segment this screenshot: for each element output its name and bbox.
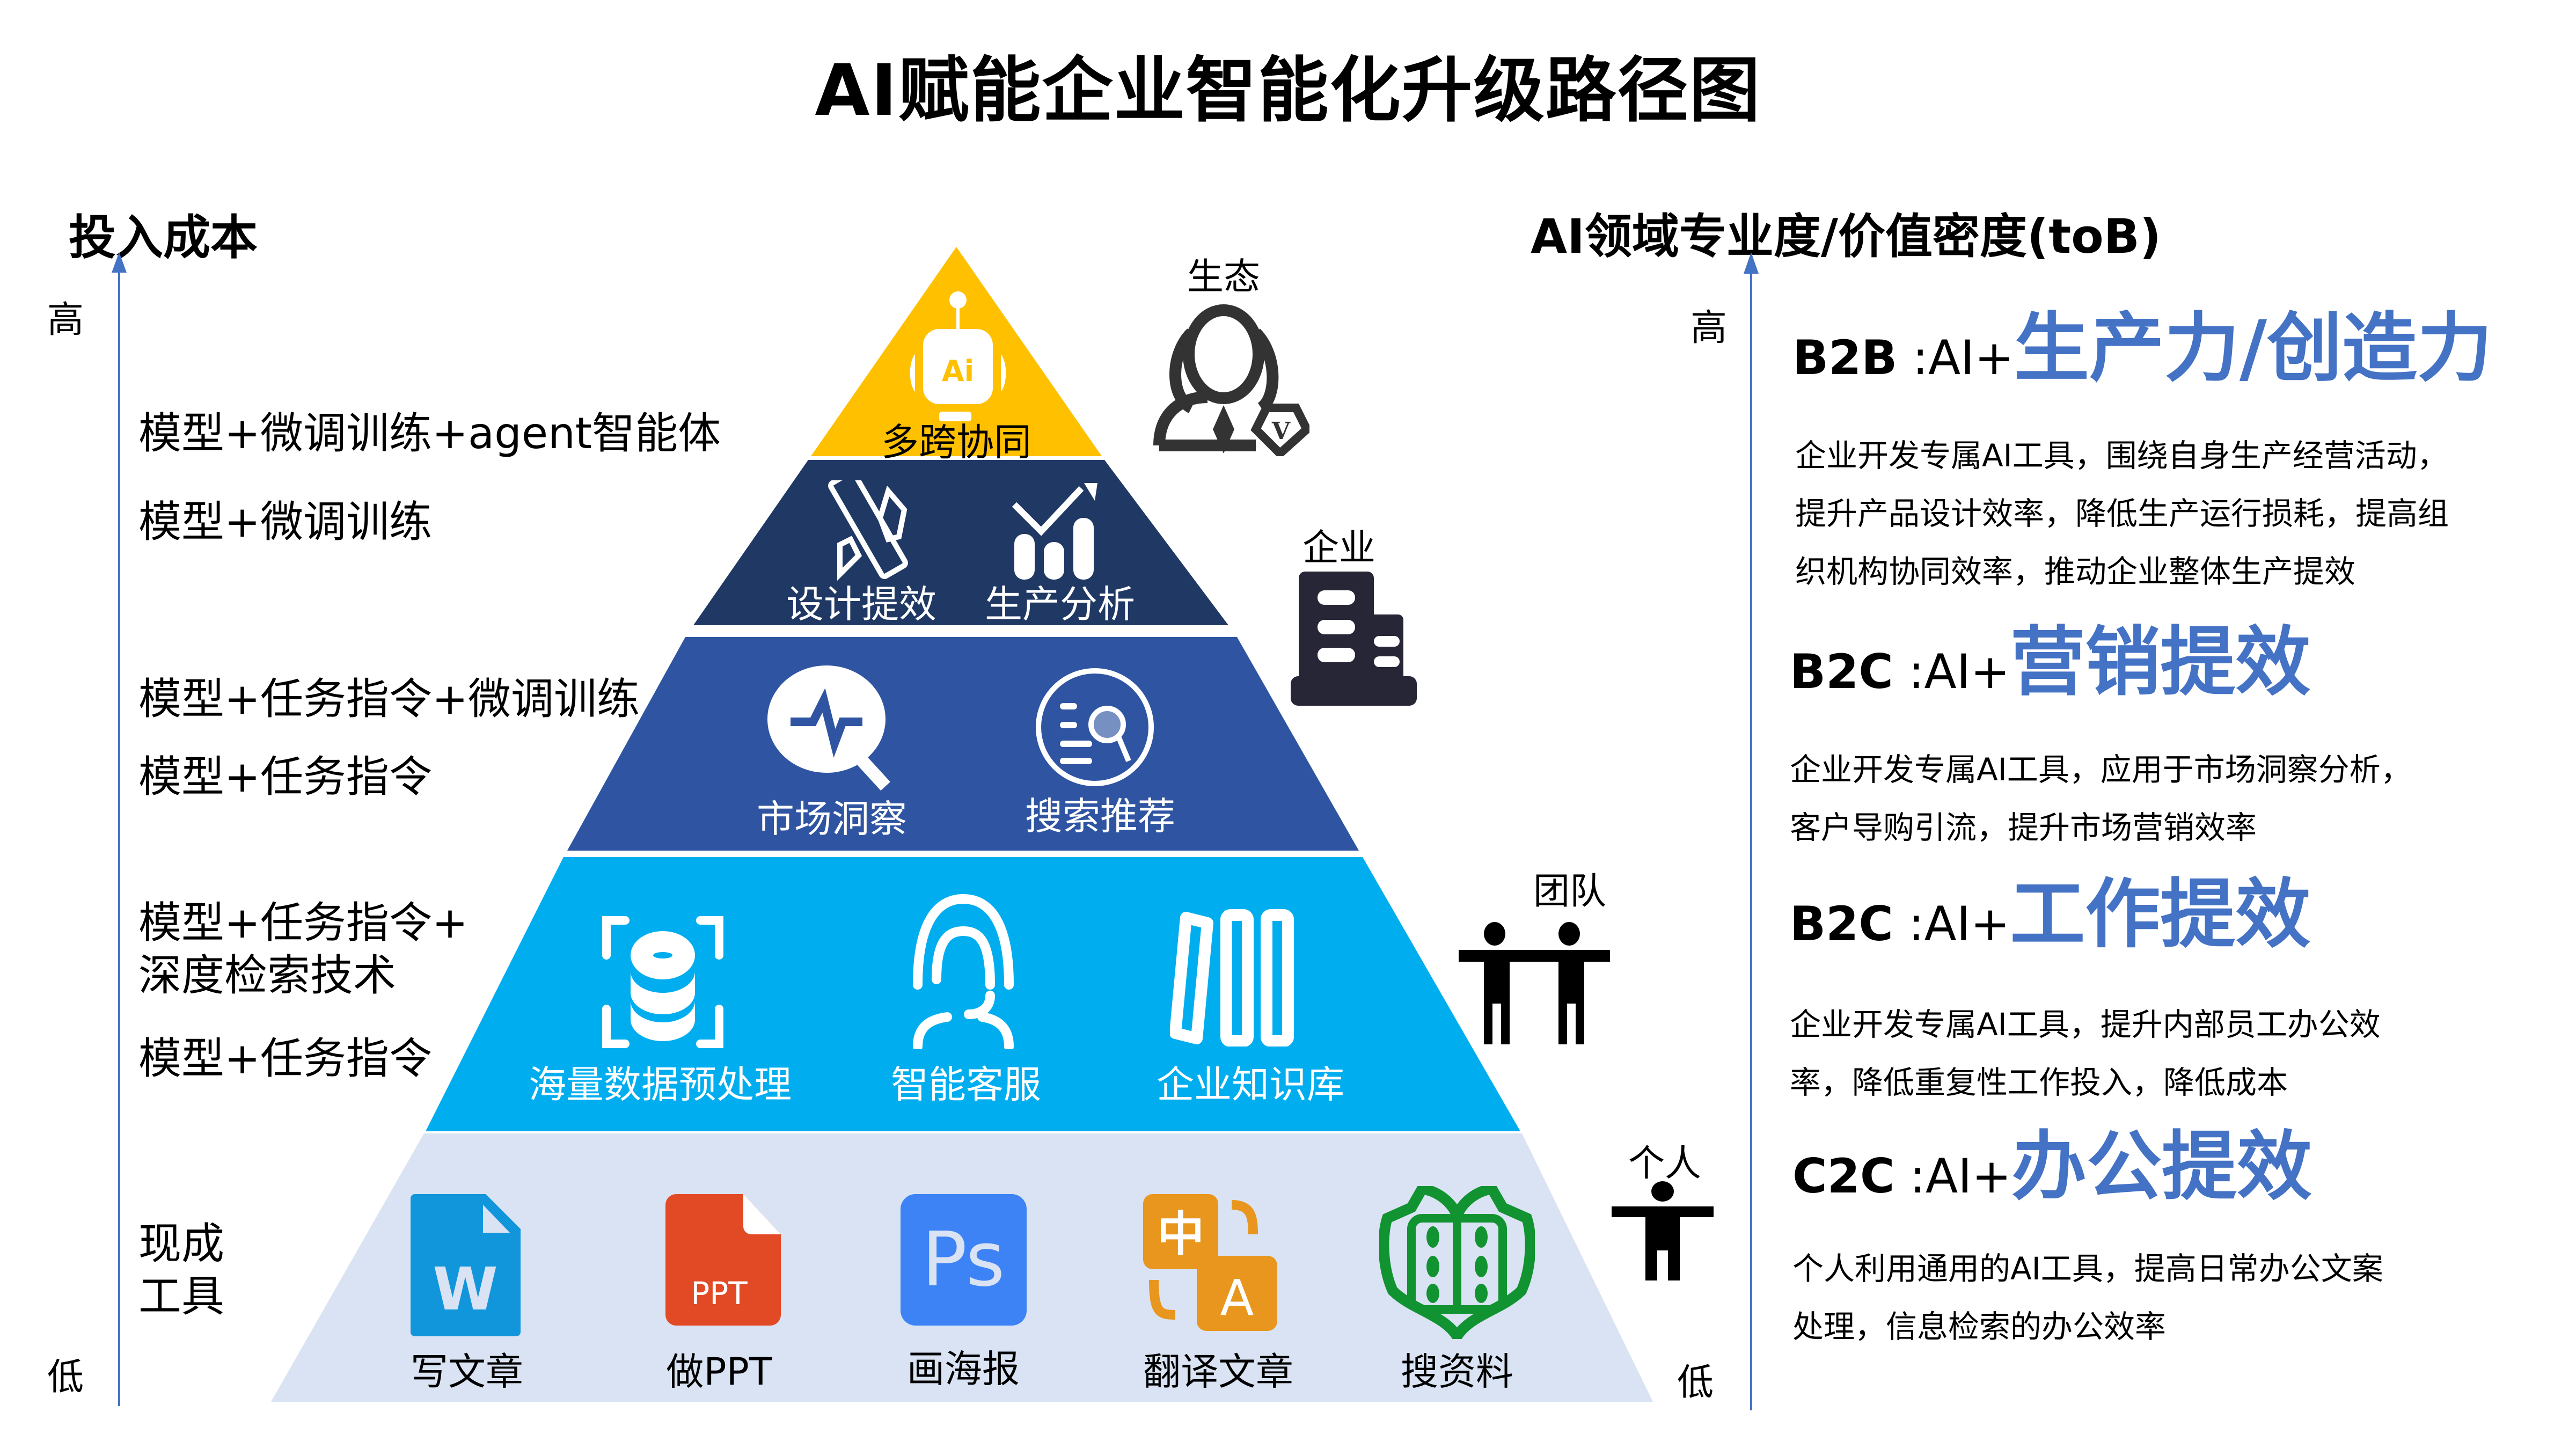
ai-robot-icon: Ai xyxy=(910,291,1006,421)
team-icon xyxy=(1459,922,1610,1044)
svg-text:W: W xyxy=(433,1255,497,1323)
svg-text:中: 中 xyxy=(1157,1206,1204,1262)
tier2-label-production: 生产分析 xyxy=(985,582,1135,626)
desc-line: 客户导购引流，提升市场营销效率 xyxy=(1790,809,2257,846)
right-block-code: B2C xyxy=(1790,896,1893,952)
desc-line: 个人利用通用的AI工具，提高日常办公文案 xyxy=(1792,1250,2383,1287)
ruler-pencil-icon xyxy=(828,480,908,581)
scale-label-team: 团队 xyxy=(1533,870,1606,913)
desc-line: 企业开发专属AI工具，应用于市场洞察分析， xyxy=(1790,751,2412,788)
tier3-label-market: 市场洞察 xyxy=(757,797,907,841)
right-block-ai: :AI+ xyxy=(1894,1148,2011,1204)
right-block-ai: :AI+ xyxy=(1893,896,2010,952)
bar-chart-trend-icon xyxy=(1012,483,1097,580)
tier1-label: 多跨协同 xyxy=(881,420,1031,464)
right-block-b2c-work-desc: 企业开发专属AI工具，提升内部员工办公效 率，降低重复性工作投入，降低成本 xyxy=(1790,996,2381,1111)
left-axis-arrow xyxy=(112,252,127,1406)
right-block-b2b-heading: B2B :AI+生产力/创造力 xyxy=(1792,311,2492,386)
tier4-label-service: 智能客服 xyxy=(891,1063,1041,1107)
left-axis-high-label: 高 xyxy=(47,299,84,341)
svg-text:Ai: Ai xyxy=(942,354,974,388)
desc-line: 企业开发专属AI工具，围绕自身生产经营活动， xyxy=(1795,437,2448,474)
right-axis-arrow xyxy=(1744,252,1759,1410)
desc-line: 织机构协同效率，推动企业整体生产提效 xyxy=(1795,553,2356,590)
tier5-label-poster: 画海报 xyxy=(907,1347,1020,1391)
right-block-b2c-work-heading: B2C :AI+工作提效 xyxy=(1790,877,2310,953)
tier4-label-knowledge: 企业知识库 xyxy=(1157,1063,1344,1107)
vip-user-icon: V xyxy=(1153,304,1309,456)
right-block-headline: 营销提效 xyxy=(2010,619,2311,706)
desc-line: 率，降低重复性工作投入，降低成本 xyxy=(1790,1064,2288,1101)
search-list-icon xyxy=(1036,668,1154,786)
right-block-headline: 办公提效 xyxy=(2011,1123,2312,1211)
cost-label-tier5-line1: 现成 xyxy=(138,1219,224,1269)
right-block-code: C2C xyxy=(1792,1148,1895,1204)
scale-label-individual: 个人 xyxy=(1628,1143,1701,1185)
cost-label-tier3a: 模型+任务指令+微调训练 xyxy=(138,674,640,724)
tier5-label-write: 写文章 xyxy=(411,1350,523,1394)
cost-label-tier3b: 模型+任务指令 xyxy=(138,752,433,802)
word-doc-icon: W xyxy=(411,1194,521,1336)
pyramid-tier2 xyxy=(693,460,1228,625)
right-block-headline: 工作提效 xyxy=(2010,871,2311,958)
svg-text:PPT: PPT xyxy=(691,1275,748,1312)
books-icon xyxy=(1170,909,1294,1046)
book-search-icon xyxy=(1379,1186,1535,1339)
headset-agent-icon xyxy=(913,894,1014,1049)
pyramid-tier3 xyxy=(567,637,1359,851)
tier3-label-search: 搜索推荐 xyxy=(1025,794,1175,838)
cost-label-tier2: 模型+微调训练 xyxy=(138,497,433,547)
tier5-label-search: 搜资料 xyxy=(1401,1350,1513,1394)
tier4-label-data: 海量数据预处理 xyxy=(529,1063,792,1107)
right-block-b2c-marketing-desc: 企业开发专属AI工具，应用于市场洞察分析， 客户导购引流，提升市场营销效率 xyxy=(1790,741,2412,857)
tier5-label-translate: 翻译文章 xyxy=(1143,1350,1293,1394)
database-scan-icon xyxy=(602,916,723,1048)
pulse-magnifier-icon xyxy=(767,665,890,791)
right-block-b2c-marketing-heading: B2C :AI+营销提效 xyxy=(1790,625,2310,700)
building-icon xyxy=(1291,572,1417,706)
scale-label-enterprise: 企业 xyxy=(1302,527,1375,569)
right-block-code: B2B xyxy=(1792,330,1898,385)
cost-label-tier4b: 模型+任务指令 xyxy=(138,1034,433,1084)
left-axis-low-label: 低 xyxy=(47,1356,84,1399)
right-block-ai: :AI+ xyxy=(1893,644,2010,699)
right-block-c2c-heading: C2C :AI+办公提效 xyxy=(1792,1130,2312,1205)
right-axis-low-label: 低 xyxy=(1677,1362,1714,1404)
photoshop-icon: Ps xyxy=(901,1194,1027,1326)
cost-label-tier4a-line2: 深度检索技术 xyxy=(138,950,396,1000)
svg-text:V: V xyxy=(1271,418,1291,445)
cost-label-tier1: 模型+微调训练+agent智能体 xyxy=(138,408,721,458)
right-axis-title: AI领域专业度/价值密度(toB) xyxy=(1531,209,2162,264)
tier2-label-design: 设计提效 xyxy=(786,582,936,626)
svg-text:A: A xyxy=(1220,1269,1254,1327)
tier5-label-ppt: 做PPT xyxy=(666,1350,772,1394)
right-block-c2c-desc: 个人利用通用的AI工具，提高日常办公文案 处理，信息检索的办公效率 xyxy=(1792,1240,2383,1356)
page-title: AI赋能企业智能化升级路径图 xyxy=(815,49,1761,132)
right-block-b2b-desc: 企业开发专属AI工具，围绕自身生产经营活动， 提升产品设计效率，降低生产运行损耗… xyxy=(1795,427,2449,601)
desc-line: 企业开发专属AI工具，提升内部员工办公效 xyxy=(1790,1006,2381,1043)
individual-icon xyxy=(1612,1181,1714,1280)
cost-label-tier4a-line1: 模型+任务指令+ xyxy=(138,898,469,948)
cost-label-tier5-line2: 工具 xyxy=(138,1271,224,1321)
desc-line: 处理，信息检索的办公效率 xyxy=(1792,1308,2167,1345)
left-axis-title: 投入成本 xyxy=(69,210,258,265)
svg-text:Ps: Ps xyxy=(922,1216,1005,1304)
right-block-ai: :AI+ xyxy=(1897,330,2014,385)
right-block-headline: 生产力/创造力 xyxy=(2014,305,2493,392)
scale-label-ecosystem: 生态 xyxy=(1187,256,1260,298)
desc-line: 提升产品设计效率，降低生产运行损耗，提高组 xyxy=(1795,495,2449,532)
right-block-code: B2C xyxy=(1790,644,1893,699)
ppt-doc-icon: PPT xyxy=(665,1194,781,1326)
right-axis-high-label: 高 xyxy=(1690,307,1728,349)
translate-icon: 中 A xyxy=(1143,1194,1277,1331)
